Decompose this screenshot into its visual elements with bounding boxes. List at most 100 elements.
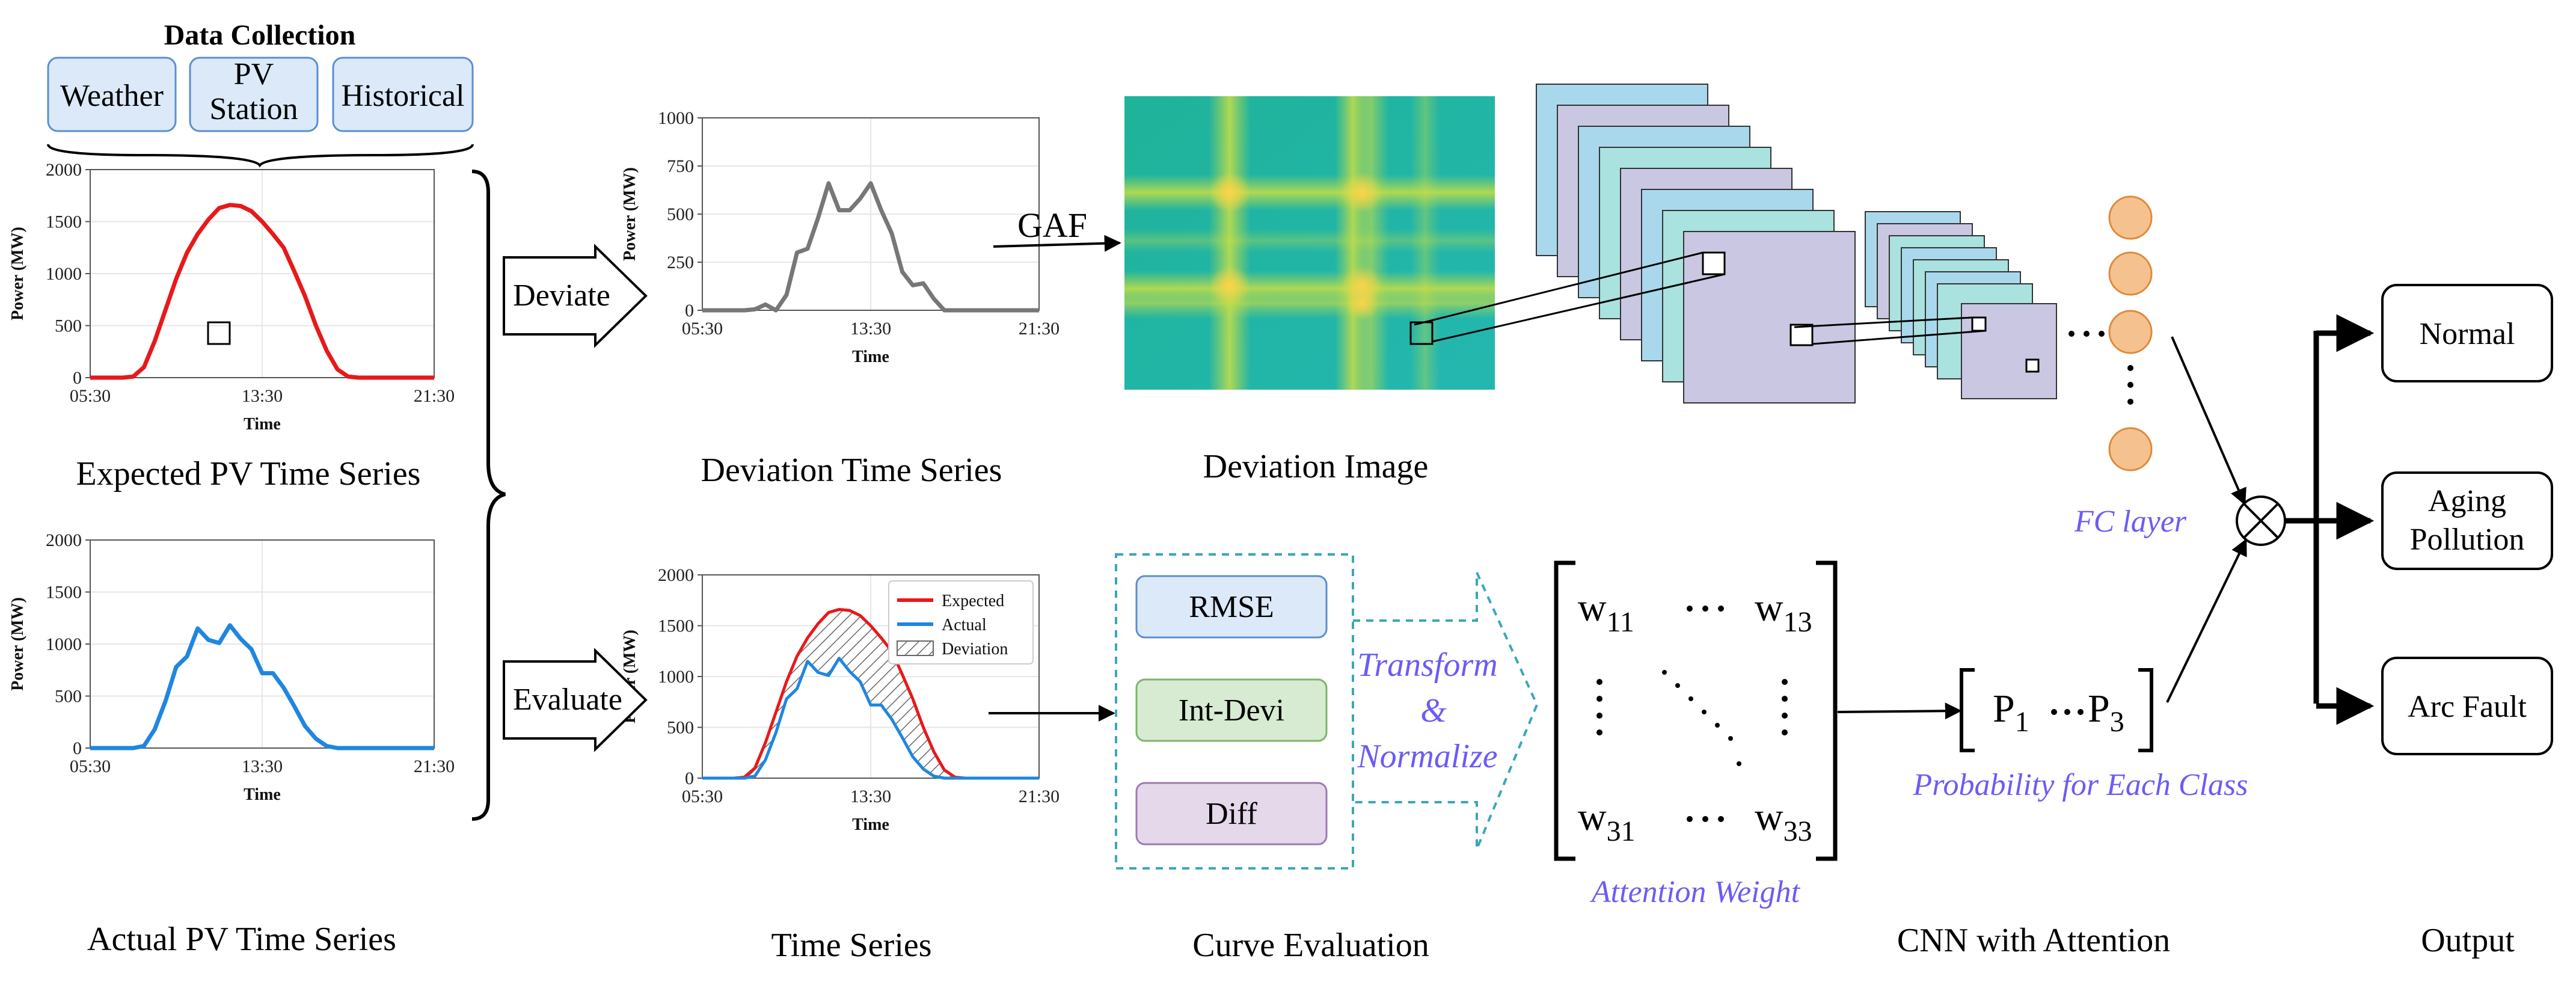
legend-label: Deviation xyxy=(942,640,1008,658)
w33: w33 xyxy=(1755,795,1812,847)
xtick-label: 13:30 xyxy=(242,386,283,406)
source-weather: Weather xyxy=(47,57,177,132)
kernel-line-3 xyxy=(1794,316,1973,328)
ytick-label: 1000 xyxy=(46,634,82,654)
caption-deviation-ts: Deviation Time Series xyxy=(701,452,1002,489)
ytick-label: 500 xyxy=(667,718,694,738)
ytick-label: 1500 xyxy=(46,212,82,232)
metric-diff-label: Diff xyxy=(1206,797,1257,831)
ytick-label: 500 xyxy=(667,204,694,224)
deviate-label: Deviate xyxy=(513,278,610,313)
caption-actual: Actual PV Time Series xyxy=(87,921,396,958)
x-axis-label: Time xyxy=(852,815,889,834)
xtick-label: 05:30 xyxy=(682,787,723,806)
expected-line xyxy=(90,203,434,380)
deviation-area xyxy=(702,609,1039,778)
source-weather-label: Weather xyxy=(60,79,164,113)
w11: w11 xyxy=(1578,586,1634,638)
ytick-label: 500 xyxy=(55,687,82,707)
metric-int-devi-label: Int-Devi xyxy=(1179,693,1284,728)
cnn-feature-maps-1 xyxy=(1536,84,1856,404)
output-normal-label: Normal xyxy=(2420,317,2515,351)
ytick-label: 2000 xyxy=(46,160,82,180)
probability-label: Probability for Each Class xyxy=(1912,768,2248,802)
sources-brace xyxy=(47,144,474,168)
deviation-image xyxy=(207,96,1495,390)
transform-arrow xyxy=(1353,572,1539,850)
metric-int-devi: Int-Devi xyxy=(1135,678,1328,742)
legend-swatch xyxy=(897,640,934,656)
expected-line xyxy=(702,607,1039,780)
curve-evaluation-box xyxy=(1115,553,1354,870)
ytick-label: 1000 xyxy=(658,108,694,128)
ellipsis-dots xyxy=(2068,331,2105,337)
gaf-label: GAF xyxy=(1017,206,1087,245)
transform-label: Transform xyxy=(1357,646,1497,684)
xtick-label: 21:30 xyxy=(414,756,455,776)
ytick-label: 500 xyxy=(55,316,82,336)
legend-label: Expected xyxy=(942,592,1004,610)
attention-matrix: w11 w13 w31 w33 xyxy=(1554,560,1838,861)
ytick-label: 0 xyxy=(685,769,694,788)
kernel-line-4 xyxy=(1812,330,1986,345)
ytick-label: 1500 xyxy=(658,616,694,636)
ytick-label: 750 xyxy=(667,156,694,176)
deviation-line xyxy=(702,181,1039,313)
ytick-label: 2000 xyxy=(658,565,694,585)
metric-rmse: RMSE xyxy=(1135,575,1328,639)
cnn-feature-maps-2 xyxy=(1865,211,2057,399)
fc-layer-label: FC layer xyxy=(2074,505,2187,539)
w31: w31 xyxy=(1578,795,1636,847)
ytick-label: 0 xyxy=(73,738,82,758)
output-arc-fault: Arc Fault xyxy=(2381,657,2553,755)
caption-output: Output xyxy=(2421,922,2515,959)
x-axis-label: Time xyxy=(244,415,281,434)
xtick-label: 21:30 xyxy=(414,386,455,406)
xtick-label: 21:30 xyxy=(1019,319,1060,339)
left-charts-brace xyxy=(471,170,506,821)
xtick-label: 13:30 xyxy=(850,787,891,806)
kernel-line-1 xyxy=(1414,251,1704,326)
fc-to-mult-arrow xyxy=(2171,336,2246,506)
ytick-label: 2000 xyxy=(46,530,82,550)
data-collection-title: Data Collection xyxy=(164,19,356,51)
w13: w13 xyxy=(1755,586,1812,638)
y-axis-label: Power (MW) xyxy=(8,227,27,321)
fc-layer xyxy=(2108,195,2153,471)
xtick-label: 05:30 xyxy=(70,386,111,406)
amp-label: & xyxy=(1420,692,1447,729)
deviate-arrow: Deviate xyxy=(503,244,648,348)
caption-time-series: Time Series xyxy=(771,927,931,964)
map-kernel-box xyxy=(1789,324,1814,346)
metric-diff: Diff xyxy=(1135,782,1328,845)
xtick-label: 21:30 xyxy=(1019,787,1060,806)
multiply-node xyxy=(2236,496,2286,546)
p1: P1 xyxy=(1993,687,2029,738)
output-normal: Normal xyxy=(2381,284,2553,382)
ytick-label: 250 xyxy=(667,253,694,272)
source-historical: Historical xyxy=(332,57,474,132)
gaf-arrow xyxy=(993,235,1121,252)
caption-cnn: CNN with Attention xyxy=(1897,922,2170,959)
ytick-label: 1000 xyxy=(658,667,694,687)
ytick-label: 0 xyxy=(685,301,694,321)
xtick-label: 05:30 xyxy=(70,756,111,776)
prob-to-mult-arrow xyxy=(2166,538,2247,703)
kernel-line-2 xyxy=(1432,273,1725,343)
y-axis-label: Power (MW) xyxy=(621,167,639,261)
xtick-label: 05:30 xyxy=(682,319,723,339)
xtick-label: 13:30 xyxy=(850,319,891,339)
output-arc-fault-label: Arc Fault xyxy=(2408,690,2527,724)
legend-label: Actual xyxy=(942,616,987,634)
ytick-label: 0 xyxy=(73,368,82,388)
x-axis-label: Time xyxy=(244,785,281,804)
